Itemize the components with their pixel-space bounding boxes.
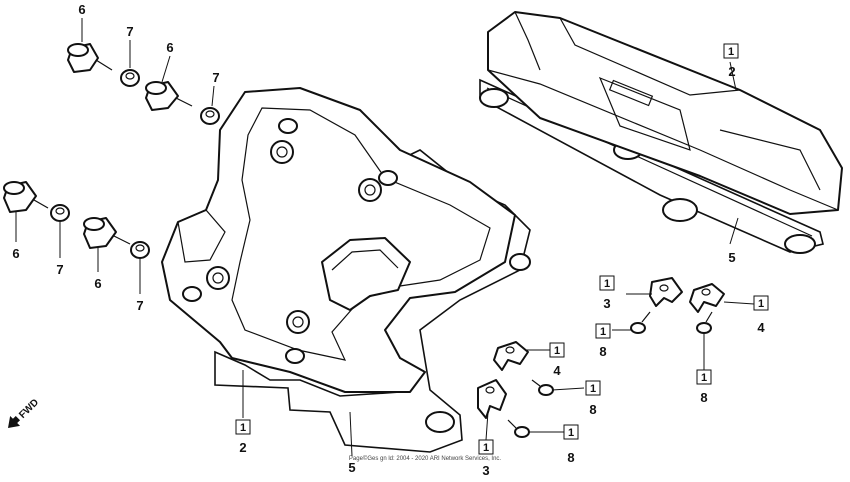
callout-screw-lower-box: 1 [568,427,574,439]
callout-rear-cover-box: 1 [728,46,734,58]
bolt-6-upper[interactable] [67,43,113,73]
fwd-direction-indicator: FWD [8,397,41,428]
callout-screw-upper-right-box: 1 [701,372,707,384]
callout-box-clamp-upper-right [753,295,769,311]
callout-screw-upper-right: 8 [700,390,707,405]
screw-8-upper-left[interactable] [630,311,651,334]
callout-screw-mid-box: 1 [590,383,596,395]
callout-washer-a: 7 [126,24,133,39]
cover-boss-right [378,170,398,186]
callout-clamp-upper-right-box: 1 [758,298,764,310]
callout-box-screw-upper-left [595,323,611,339]
callout-rear-gasket: 5 [728,250,735,265]
copyright-notice: Page©Ges gn ld: 2004 - 2020 ARI Network … [349,455,501,462]
fwd-label: FWD [17,397,41,421]
rear-cover-body[interactable] [487,11,843,215]
callout-bolt-c: 6 [12,246,19,261]
front-cylinder-head-cover[interactable] [161,87,531,453]
callout-box-rear-cover [723,43,739,59]
rear-cylinder-head-cover[interactable] [479,11,843,254]
callout-box-screw-mid [585,380,601,396]
callout-clamp-lower: 3 [482,463,489,478]
cover-boss-bottom [285,348,305,364]
washer-7-upper[interactable] [120,69,140,87]
callout-washer-c: 7 [56,262,63,277]
callout-washer-d: 7 [136,298,143,313]
cover-bolt-hole-2 [358,178,382,202]
clamp-4-mid[interactable] [493,341,529,371]
callout-washer-b: 7 [212,70,219,85]
callout-box-front-cover [235,419,251,435]
callout-bolt-a: 6 [78,2,85,17]
callout-bolt-b: 6 [166,40,173,55]
callout-front-cover-box: 1 [240,422,246,434]
cover-bolt-hole-3 [206,266,230,290]
leader-lines [15,18,755,457]
screw-8-mid[interactable] [531,379,554,396]
fwd-arrow-icon [8,415,21,428]
washer-7-second[interactable] [200,107,220,125]
callout-clamp-upper-left-box: 1 [604,278,610,290]
cover-bolt-hole-4 [286,310,310,334]
cover-bolt-hole-1 [270,140,294,164]
callout-bolt-d: 6 [94,276,101,291]
callout-clamp-lower-box: 1 [483,442,489,454]
front-cover-inner-recess [321,237,411,311]
callout-screw-upper-left: 8 [599,344,606,359]
clamp-3-upper[interactable] [649,277,683,307]
callout-box-screw-lower [563,424,579,440]
clamp-4-upper[interactable] [689,283,725,313]
bolt-6-fourth[interactable] [83,217,131,249]
callout-clamp-mid: 4 [553,363,561,378]
callout-clamp-mid-box: 1 [554,345,560,357]
clamp-3-lower[interactable] [477,379,507,419]
callout-screw-lower: 8 [567,450,574,465]
rear-gasket-boss-1 [479,88,509,108]
callout-box-clamp-lower [478,439,494,455]
gasket-boss-right [509,253,531,271]
screw-8-upper-right[interactable] [696,311,713,334]
callout-box-clamp-mid [549,342,565,358]
bolt-6-second[interactable] [145,81,193,111]
callout-screw-mid: 8 [589,402,596,417]
washer-7-fourth[interactable] [130,241,150,259]
rear-gasket-boss-3 [662,198,698,222]
screw-8-lower[interactable] [507,419,530,438]
callout-front-gasket: 5 [348,460,355,475]
cover-boss-top [278,118,298,134]
callout-box-clamp-upper-left [599,275,615,291]
gasket-boss-lower [425,411,455,433]
callout-clamp-upper-left: 3 [603,296,610,311]
washer-7-third[interactable] [50,204,70,222]
bolt-6-third[interactable] [3,181,49,213]
rear-gasket-boss-4 [784,234,816,254]
callout-box-screw-upper-right [696,369,712,385]
callout-rear-cover: 2 [728,64,735,79]
callout-screw-upper-left-box: 1 [600,326,606,338]
callout-clamp-upper-right: 4 [757,320,765,335]
cover-boss-left [182,286,202,302]
callout-front-cover: 2 [239,440,246,455]
